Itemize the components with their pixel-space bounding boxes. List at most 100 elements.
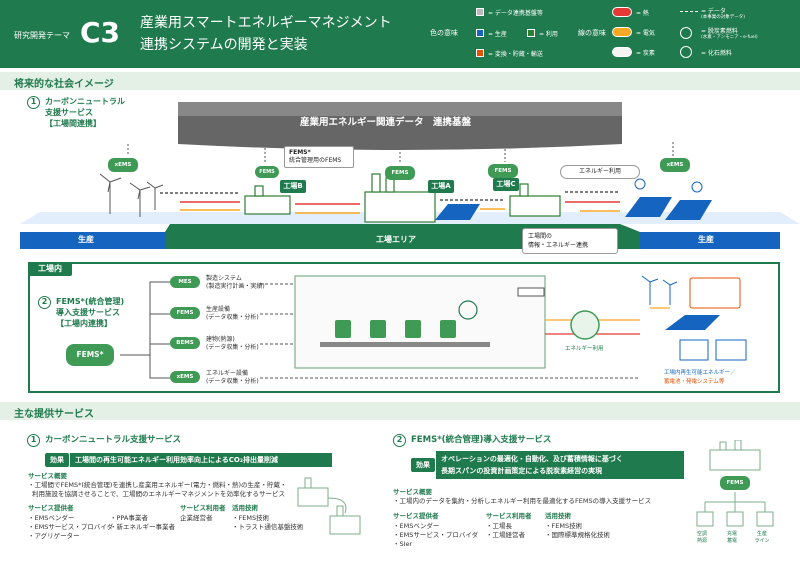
- item1-line-1: カーボンニュートラル: [45, 97, 125, 106]
- item2-line-2: 導入支援サービス: [56, 308, 120, 317]
- factory-c-label: 工場C: [493, 178, 519, 191]
- color-legend-title: 色の意味: [430, 29, 458, 37]
- service1-providers-b: ・PPA事業者・新エネルギー事業者: [110, 514, 175, 531]
- factory-icons: [244, 173, 561, 223]
- service2-title: FEMS*(統合管理)導入支援サービス: [411, 435, 552, 445]
- legend-swatch-conversion: [476, 49, 484, 57]
- service1-effect-tag: 効果: [45, 453, 69, 467]
- sun-icons: [634, 178, 703, 193]
- service2-fems-icon: FEMS: [720, 476, 750, 490]
- item1-line-2: 支援サービス: [45, 108, 93, 117]
- service1-users-title: サービス利用者: [180, 504, 226, 512]
- system-data-links: [260, 283, 640, 379]
- line-legend-title: 線の意味: [578, 29, 606, 37]
- legend-use: = 利用: [539, 31, 558, 38]
- legend-swatch-use: [527, 29, 535, 37]
- fems-main-node: FEMS*: [66, 344, 114, 366]
- fems-node-a: FEMS: [385, 166, 415, 180]
- service1-tech-title: 活用技術: [232, 504, 258, 512]
- service1-effect: 工場間の再生可能エネルギー利用効率向上によるCO₂排出量削減: [70, 453, 332, 467]
- service1-title: カーボンニュートラル支援サービス: [45, 435, 182, 445]
- service2-icon-label-line: 生産 ライン: [754, 531, 770, 544]
- factory-a-label: 工場A: [428, 180, 454, 193]
- item2-line-1: FEMS*(統合管理): [56, 297, 125, 306]
- item2-number: 2: [38, 296, 51, 309]
- legend-swatch-production: [476, 29, 484, 37]
- production-band-right: [640, 232, 780, 249]
- fems-system-links: [120, 281, 170, 379]
- legend-fossil-fuel: = 化石燃料: [701, 50, 732, 57]
- service1-overview-title: サービス概要: [28, 472, 67, 480]
- data-platform-label: 産業用エネルギー関連データ 連携基盤: [300, 117, 472, 128]
- service1-overview-2: 利用施設を協調させることで、工場間のエネルギーマネジメントを効率化するサービス: [32, 490, 286, 498]
- service2-tech-title: 活用技術: [545, 512, 571, 520]
- inter-factory-line-1: 工場間の: [528, 233, 553, 240]
- legend-decarb-fuel-sub: (水素・アンモニア・e-fuel): [701, 35, 758, 40]
- system-label-mes: 製造システム(製造実行計画・実績): [206, 275, 265, 290]
- legend-heat: = 熱: [636, 10, 649, 17]
- factory-energy-lines: [545, 307, 670, 335]
- bems-node: BEMS: [170, 337, 200, 349]
- service2-icon-label-hvac: 空調 熱源: [696, 531, 707, 544]
- service2-providers: ・EMSベンダー・EMSサービス・プロバイダ・SIer: [393, 522, 479, 548]
- inside-factory-title: 工場内: [28, 262, 72, 276]
- theme-label: 研究開発テーマ: [14, 31, 70, 40]
- legend-decarb-fuel: = 脱炭素燃料: [701, 28, 738, 35]
- inside-factory-panel: [28, 262, 780, 393]
- item1-number: 1: [27, 96, 40, 109]
- data-line-icon: [680, 11, 698, 12]
- header-bar: 研究開発テーマ C3 産業用スマートエネルギーマネジメント 連携システムの開発と…: [0, 0, 800, 68]
- service2-effect: オペレーションの最適化・自動化、及び蓄積情報に基づく 長期スパンの投資計画策定に…: [436, 451, 684, 479]
- future-section-title: 将来的な社会イメージ: [14, 79, 114, 90]
- service2-number: 2: [393, 434, 406, 447]
- renewable-icons: [641, 275, 741, 309]
- battery-icon: [679, 339, 709, 361]
- renewables-line-2: 蓄電池・発電システム等: [664, 379, 725, 385]
- legend-conversion: = 変換・貯蔵・輸送: [488, 51, 543, 58]
- legend-swatch-platform: [476, 8, 484, 16]
- legend-production: = 生産: [488, 31, 507, 38]
- production-band-left: [20, 232, 165, 249]
- title-line-2: 連携システムの開発と実装: [140, 37, 308, 53]
- item1-line-3: 【工場間連携】: [45, 119, 101, 128]
- inter-factory-note: 工場間の 情報・エネルギー連携: [522, 228, 618, 254]
- service2-illustration: [696, 440, 774, 527]
- aircon-icon: [517, 287, 545, 297]
- energy-use-icon: [570, 310, 600, 340]
- fossil-fuel-icon: [680, 46, 692, 58]
- service1-illustration: [297, 477, 361, 535]
- service2-overview-1: ・工場内のデータを集約・分析しエネルギー利用を最適化するFEMSの導入支援サービ…: [393, 497, 652, 505]
- inter-factory-line-2: 情報・エネルギー連携: [528, 242, 589, 249]
- services-section-title: 主な提供サービス: [14, 409, 94, 420]
- factory-machines: [320, 320, 490, 347]
- legend-electricity: = 電気: [636, 30, 655, 37]
- heat-line-icon: [612, 7, 632, 17]
- theme-code: C3: [80, 16, 121, 49]
- future-illustration: [20, 102, 800, 249]
- decarb-fuel-icon: [680, 27, 692, 39]
- system-label-energy: エネルギー設備(データ収集・分析): [206, 370, 259, 385]
- service2-providers-title: サービス提供者: [393, 512, 439, 520]
- service2-users: ・工場長・工場経営者: [486, 522, 525, 539]
- future-section-header: 将来的な社会イメージ: [0, 72, 800, 90]
- xems-energy-node: xEMS: [170, 371, 200, 383]
- factory-area-label: 工場エリア: [376, 235, 416, 244]
- xems-node-right: xEMS: [660, 158, 690, 172]
- solar-panels: [435, 197, 712, 220]
- legend-data-sub: (本事業の対象データ): [701, 15, 746, 20]
- item2-line-3: 【工場内連携】: [56, 319, 112, 328]
- legend-platform: = データ連携基盤等: [488, 10, 543, 17]
- service1-overview-1: ・工場間でFEMS*(統合管理)を連携し産業用エネルギー(電力・燃料・熱)の生産…: [28, 481, 287, 489]
- service2-tech: ・FEMS技術・国際標準規格化技術: [545, 522, 610, 539]
- service2-users-title: サービス利用者: [486, 512, 532, 520]
- energy-use-pill: エネルギー利用: [560, 165, 640, 179]
- xems-node-left: xEMS: [108, 158, 138, 172]
- coal-line-icon: [612, 47, 632, 57]
- production-label-right: 生産: [698, 235, 714, 244]
- energy-lines: [160, 191, 620, 214]
- service1-providers-a: ・EMSベンダー・EMSサービス・プロバイダ・アグリゲーター: [28, 514, 114, 540]
- factory-b-label: 工場B: [280, 180, 306, 193]
- service1-providers-title: サービス提供者: [28, 504, 74, 512]
- production-label-left: 生産: [78, 235, 94, 244]
- services-section-header: 主な提供サービス: [0, 402, 800, 420]
